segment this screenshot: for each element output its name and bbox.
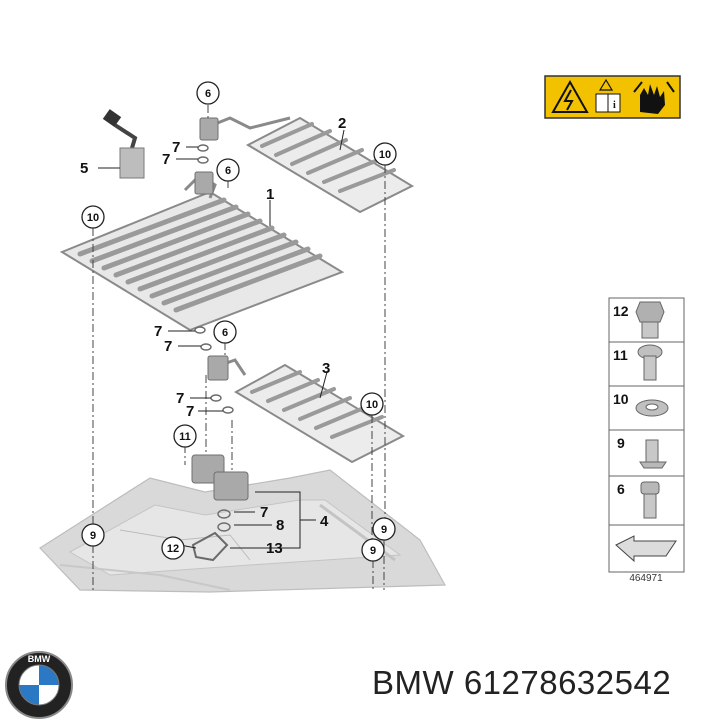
callout-11: 11 [173,424,197,448]
label-1: 1 [266,186,274,203]
callout-10b: 10 [81,205,105,229]
label-7f: 7 [186,403,194,420]
svg-text:i: i [613,100,616,111]
svg-text:9: 9 [90,530,96,542]
bmw-logo: BMW [5,651,73,719]
figure-number: 464971 [629,573,663,584]
callout-9c: 9 [361,538,385,562]
manual-info-icon: i [595,78,621,113]
heater-element-3 [211,358,406,464]
callout-10a: 10 [373,142,397,166]
alignment-lines [92,105,386,590]
label-7g: 7 [260,504,268,521]
warning-label: i [544,75,681,119]
label-13: 13 [266,540,283,557]
connector-5 [102,109,145,179]
svg-text:6: 6 [225,165,231,177]
washer-icon [635,399,669,417]
svg-text:9: 9 [370,545,376,557]
label-7c: 7 [154,323,162,340]
callout-9b: 9 [372,517,396,541]
arrow-pointer-icon [615,535,677,563]
parts-row-9-number: 9 [617,435,625,451]
heater-element-2 [204,116,415,214]
parts-panel: 12 11 10 9 6 [608,297,685,573]
svg-text:12: 12 [167,543,179,555]
hex-socket-screw-icon [640,481,660,519]
seal-rings [191,144,234,562]
connector-blocks [191,117,249,501]
label-5: 5 [80,160,88,177]
svg-text:BMW: BMW [28,654,51,664]
label-7d: 7 [164,338,172,355]
svg-text:10: 10 [379,149,391,161]
label-7b: 7 [162,151,170,168]
label-2: 2 [338,115,346,132]
part-number-text: BMW 61278632542 [372,664,672,701]
svg-text:6: 6 [205,88,211,100]
torx-screw-icon [637,344,663,381]
svg-text:10: 10 [366,399,378,411]
parts-row-6-number: 6 [617,481,625,497]
callout-9a: 9 [81,523,105,547]
label-7a: 7 [172,139,180,156]
no-touch-hand-icon [633,81,675,114]
label-7e: 7 [176,390,184,407]
svg-text:9: 9 [381,524,387,536]
svg-text:6: 6 [222,327,228,339]
parts-row-10-number: 10 [613,391,629,407]
parts-row-11-number: 11 [613,347,628,363]
leader-lines [98,129,345,549]
callout-6c: 6 [213,320,237,344]
parts-row-12-number: 12 [613,303,629,319]
expanding-rivet-icon [639,439,667,469]
svg-text:10: 10 [87,212,99,224]
svg-text:11: 11 [179,431,191,443]
high-voltage-icon [551,79,589,113]
callout-10c: 10 [360,392,384,416]
callout-6a: 6 [196,81,220,105]
label-3: 3 [322,360,330,377]
base-plate [39,469,447,593]
callout-6b: 6 [216,158,240,182]
hex-bolt-icon [635,301,665,339]
label-8: 8 [276,517,284,534]
label-4: 4 [320,513,329,530]
callout-12: 12 [161,536,185,560]
heater-element-1 [59,173,345,332]
